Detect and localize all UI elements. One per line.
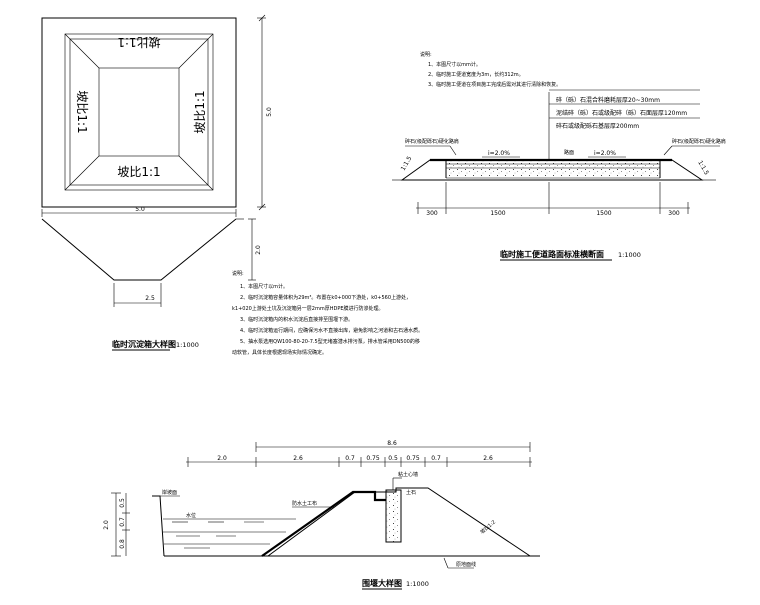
road-shoulder-right: 碎石(级配砾石)硬化路肩	[672, 138, 726, 145]
road-dim-2: 1500	[490, 210, 505, 217]
basin-note-7: 动软管，具体长度根据现场实际情况确定。	[232, 349, 327, 356]
basin-note-6: 5、抽水泵选用QW100-80-20-7.5型无堵塞潜水排污泵，排水管采用DN5…	[240, 338, 420, 345]
cofferdam-dim-left-1: 0.5	[119, 498, 126, 508]
basin-notes: 说明: 1、本图尺寸以m计。 2、临时沉淀箱容量体积为29m³。布置在k0+00…	[232, 270, 423, 356]
basin-section: 2.0 2.5	[41, 218, 262, 307]
cofferdam-label-base: 原地面线	[456, 561, 476, 568]
cofferdam-dim-left-2: 0.7	[119, 517, 126, 527]
basin-note-3: k1+020上游处土坑及沉淀箱另一层2mm厚HDPE膜进行防渗处理。	[232, 305, 384, 312]
cofferdam-dim-5: 0.5	[388, 455, 398, 462]
cofferdam-dim-6: 0.75	[406, 455, 420, 462]
cofferdam-dim-4: 0.75	[366, 455, 380, 462]
basin-plan: 坡比1:1 坡比1:1 坡比1:1 坡比1:1 5.0 5.0	[41, 14, 273, 217]
basin-note-5: 4、临时沉淀箱运行期间，应确保污水不直接出库，避免影响之河道和古石通水质。	[240, 327, 423, 334]
cofferdam-section: 岸坡面 水位 防水土工布 粘土心墙 土石 坡比1:2 原地面线	[152, 471, 540, 569]
basin-slope-left: 坡比1:1	[75, 90, 89, 133]
basin-dim-bottom: 2.5	[145, 295, 155, 302]
cofferdam-dim-3: 0.7	[345, 455, 355, 462]
cofferdam-label-bank: 岸坡面	[162, 489, 177, 496]
road-slope-left: 1:1.5	[400, 155, 414, 172]
road-note-2: 2、临时施工便道宽度为3m，长约312m。	[428, 71, 524, 78]
basin-slope-top: 坡比1:1	[117, 35, 160, 49]
basin-note-2: 2、临时沉淀箱容量体积为29m³。布置在k0+000下游处，k0+560上游处，	[240, 294, 411, 301]
cofferdam-dim-7: 0.7	[431, 455, 441, 462]
road-grade-right: i=2.0%	[594, 150, 616, 157]
cofferdam-title: 围堰大样图	[362, 578, 402, 588]
road-section: 碎（砾）石混合料磨耗层厚20~30mm 泥结碎（砾）石或级配碎（砾）石面层厚12…	[392, 89, 726, 217]
road-slope-right: 1:1.5	[696, 160, 710, 177]
road-note-1: 1、本图尺寸以mm计。	[428, 61, 481, 68]
road-notes-heading: 说明:	[420, 51, 432, 58]
road-grade-left: i=2.0%	[488, 150, 510, 157]
road-note-3: 3、临时施工便道在项目施工完成后需对其进行清除和恢复。	[428, 81, 561, 88]
cofferdam-label-fill: 土石	[406, 489, 416, 496]
cofferdam-dim-total: 8.6	[387, 440, 397, 447]
cofferdam-dim-left-total: 2.0	[103, 520, 110, 530]
road-shoulder-left: 碎石(级配砾石)硬化路肩	[405, 138, 459, 145]
road-dim-1: 300	[426, 210, 438, 217]
road-layer-3: 碎石或级配砾石基层厚200mm	[556, 122, 639, 130]
road-dim-4: 300	[668, 210, 680, 217]
basin-note-4: 3、临时沉淀箱内的积水沉淀后直接排至围堰下游。	[240, 316, 353, 323]
road-layer-2: 泥结碎（砾）石或级配碎（砾）石面层厚120mm	[556, 109, 687, 117]
basin-slope-bottom: 坡比1:1	[117, 165, 160, 179]
cofferdam-dim-left-3: 0.8	[119, 539, 126, 549]
cofferdam-label-core: 粘土心墙	[398, 471, 418, 478]
cofferdam-dim-1: 2.0	[217, 455, 227, 462]
basin-dim-height: 5.0	[266, 107, 273, 117]
road-title: 临时施工便道路面标准横断面	[500, 249, 604, 259]
cofferdam-dims: 8.6 2.0 2.6 0.7 0.75 0.5 0.75 0.7 2.6 2.…	[103, 440, 532, 557]
road-scale: 1:1000	[618, 251, 641, 259]
road-center-label: 路面	[564, 149, 574, 156]
basin-slope-right: 坡比1:1	[193, 90, 207, 133]
basin-title: 临时沉淀箱大样图	[112, 339, 176, 349]
cofferdam-dim-8: 2.6	[483, 455, 493, 462]
road-layer-1: 碎（砾）石混合料磨耗层厚20~30mm	[556, 96, 660, 104]
cofferdam-label-slope: 坡比1:2	[479, 519, 497, 536]
basin-scale: 1:1000	[176, 341, 199, 349]
road-notes: 说明: 1、本图尺寸以mm计。 2、临时施工便道宽度为3m，长约312m。 3、…	[420, 51, 561, 88]
road-dim-3: 1500	[596, 210, 611, 217]
cofferdam-dim-2: 2.6	[293, 455, 303, 462]
cofferdam-label-water: 水位	[186, 512, 196, 519]
basin-dim-width: 5.0	[135, 206, 145, 213]
cofferdam-label-membrane: 防水土工布	[292, 500, 317, 507]
cofferdam-scale: 1:1000	[406, 580, 429, 588]
basin-notes-heading: 说明:	[232, 270, 244, 277]
basin-note-1: 1、本图尺寸以m计。	[240, 283, 288, 290]
basin-dim-depth: 2.0	[255, 245, 262, 255]
